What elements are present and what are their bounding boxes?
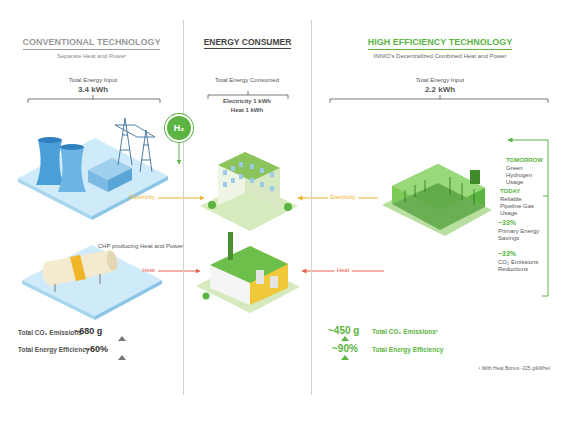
text-label: Total CO₂ Emissions (18, 329, 82, 336)
text-label: Heat (335, 267, 352, 274)
text-label: Total CO₂ Emissions¹ (372, 328, 438, 335)
electricity-arrow (158, 198, 204, 199)
technology-column: H₂ CHP producing Heat and Power CONVENTION… (0, 20, 183, 395)
subheading: Separate Heat and Power (0, 53, 183, 60)
chp-engine (382, 164, 492, 236)
flow-arrow (179, 142, 180, 164)
text-label: ~33% (498, 250, 516, 258)
text-label: ~90% (332, 343, 358, 355)
text-label: Heat (142, 267, 155, 274)
text-label: Primary Energy Savings (498, 228, 542, 242)
text-label: Total Energy Input (416, 77, 464, 84)
text-label: Reliable Pipeline Gas Usage (500, 196, 544, 217)
supply-bracket (508, 140, 548, 296)
boiler (22, 245, 162, 320)
text-label: ~680 g (74, 326, 102, 336)
text-label: Heat 1 kWh (231, 107, 263, 114)
text-label: Total Energy Efficiency (372, 346, 443, 353)
subheading: INNIO's Decentralized Combined Heat and … (312, 53, 568, 60)
node-label: H₂ (174, 123, 185, 134)
text-label: ¹ With Heat Bonus -225 g/kWhel (479, 366, 550, 372)
text-label: 2.2 kWh (425, 85, 455, 94)
text-label: ~450 g (328, 325, 359, 337)
column-heading: CONVENTIONAL TECHNOLOGY (23, 37, 161, 50)
factory (196, 232, 300, 313)
consumer-column: ENERGY CONSUMER (183, 20, 312, 395)
text-label: Green Hydrogen Usage (506, 165, 546, 186)
text-label: Electricity (328, 194, 358, 201)
text-label: ~33% (498, 219, 516, 227)
text-label: Total Energy Input (69, 77, 117, 84)
text-label: TODAY (500, 188, 520, 195)
heat-arrow (158, 271, 200, 272)
text-label: 3.4 kWh (78, 85, 108, 94)
subheading: CHP producing Heat and Power (68, 243, 183, 250)
text-label: Electricity 1 kWh (223, 98, 271, 105)
hydrogen-circle: H₂ (167, 116, 191, 140)
text-label: Total Energy Efficiency (18, 346, 89, 353)
text-label: ~60% (85, 344, 108, 354)
text-label: CO₂ Emissions Reductions (498, 259, 542, 273)
power-plant (18, 118, 168, 220)
office-building (200, 152, 298, 231)
column-heading: ENERGY CONSUMER (204, 37, 292, 49)
chp-unit: CHP producing Heat and Power (68, 165, 185, 250)
text-label: Total Energy Consumed (215, 77, 279, 84)
text-label: TOMORROW (506, 157, 543, 164)
triangle-marker (118, 336, 349, 360)
column-heading: HIGH EFFICIENCY TECHNOLOGY (368, 37, 512, 50)
text-label: Electricity (129, 194, 155, 201)
